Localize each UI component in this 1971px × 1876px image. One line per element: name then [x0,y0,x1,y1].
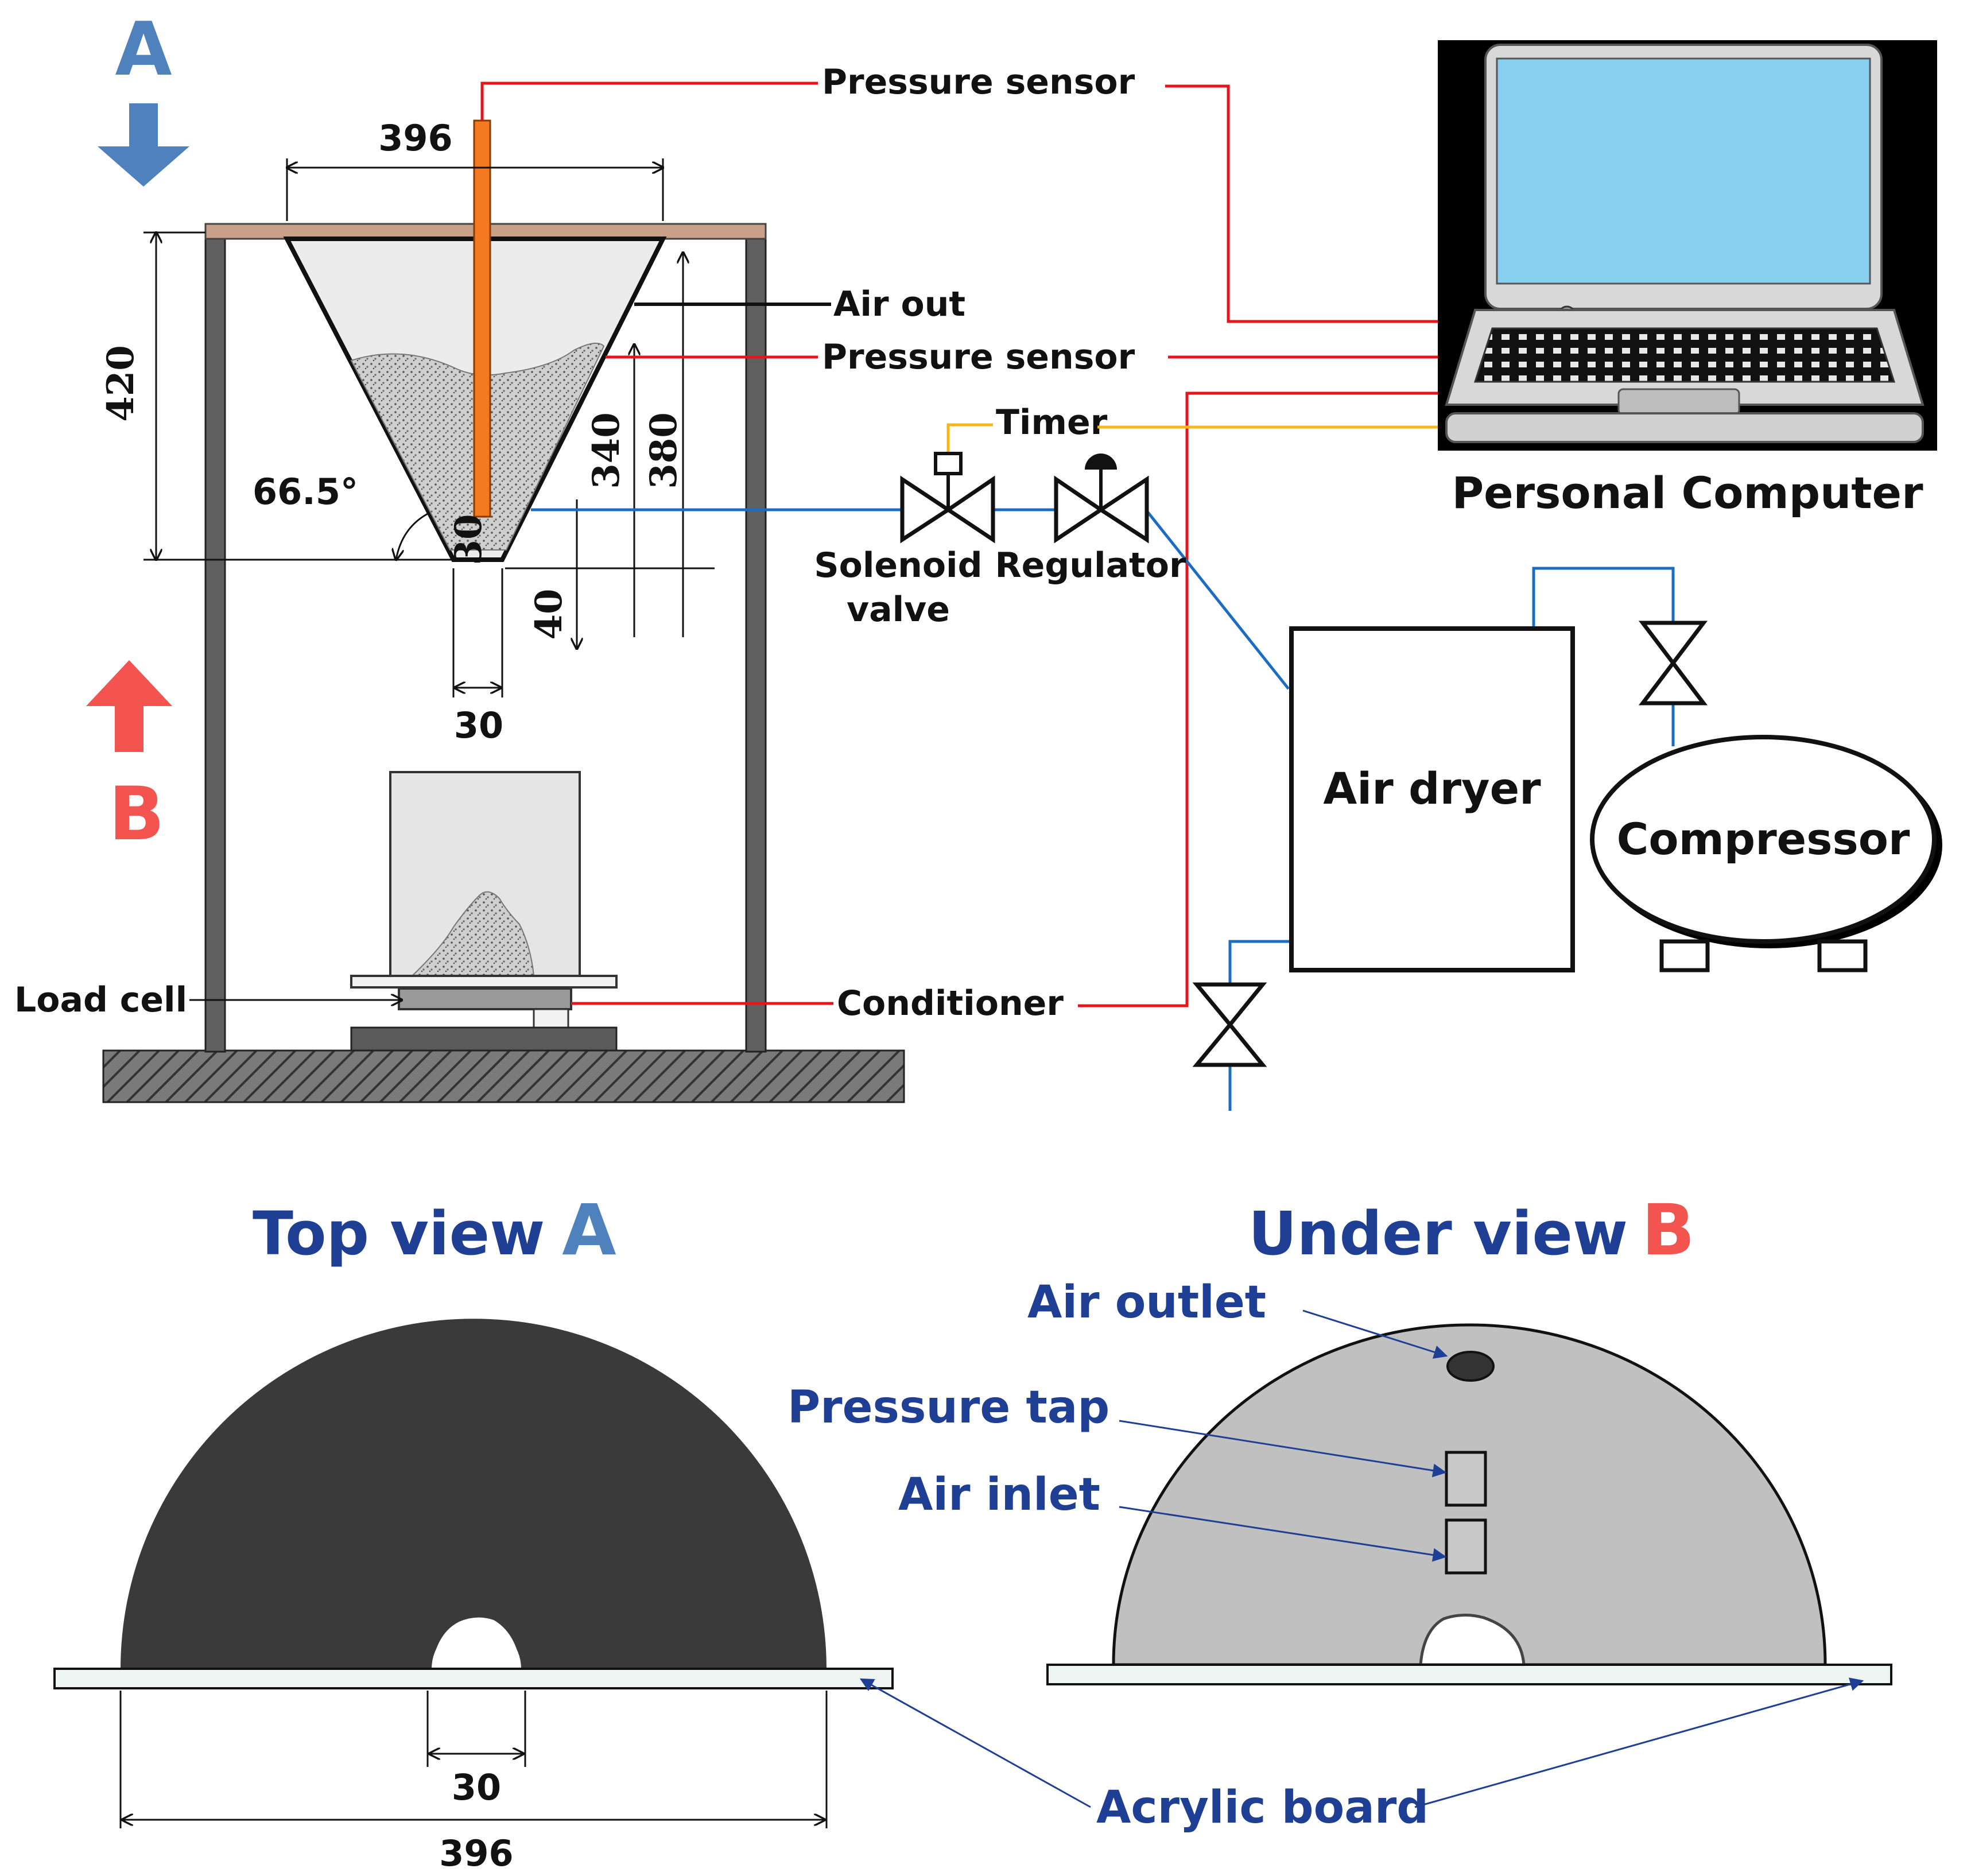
drain-valve-icon [1192,982,1267,1067]
compressor-valve-icon [1638,621,1708,706]
personal-computer-label: Personal Computer [1452,467,1923,518]
arrow-b-group: B [86,660,172,857]
timer-label: Timer [996,402,1108,443]
load-cell [398,987,572,1010]
air-dryer-label: Air dryer [1323,763,1541,814]
air-inlet-label: Air inlet [898,1469,1100,1521]
under-view-title-text: Under view [1248,1199,1628,1269]
frame-left-post [204,230,226,1053]
air-outlet-label: Air outlet [1027,1277,1266,1328]
top-view-title-text: Top view [253,1199,545,1269]
dim-height: 420 [99,345,142,422]
under-view-acrylic-board [1046,1664,1892,1685]
conditioner-to-pc [1078,392,1466,1007]
acrylic-board-label: Acrylic board [1096,1782,1429,1834]
pressure-tap-leader [1119,1420,1447,1478]
air-out-label: Air out [833,284,965,324]
dim-40: 40 [527,588,571,639]
compressor-icon [1590,735,1942,972]
arrow-a-icon [98,103,189,187]
top-dim-outer: 396 [439,1832,513,1874]
dim-30-outlet: 30 [447,514,490,565]
ground-base [102,1049,905,1103]
dim-30-bottom: 30 [454,704,503,746]
dryer-drain-line [1228,940,1291,984]
laptop-icon [1438,40,1937,451]
under-view-letter: B [1642,1189,1695,1271]
pressure-tap-port [1445,1451,1487,1507]
arrow-b-label: B [108,772,165,857]
top-view-acrylic-board [53,1668,894,1689]
timer-line [946,423,993,454]
top-dim-inner: 30 [452,1766,501,1808]
solenoid-valve-label-2: valve [847,590,950,630]
scale-base [350,1026,618,1052]
solenoid-valve-label-1: Solenoid [814,545,982,586]
regulator-to-dryer-line [1146,510,1290,690]
top-view-hopper [121,1319,827,1669]
air-inlet-port [1445,1518,1487,1575]
pressure-sensor-top-label: Pressure sensor [822,62,1135,102]
pressure-sensor-mid-label: Pressure sensor [822,337,1135,377]
dim-380: 380 [642,412,685,489]
acrylic-board-leader-right [1414,1677,1864,1808]
frame-right-post [745,230,767,1053]
regulator-label: Regulator [995,545,1186,586]
acrylic-board-leader-left [859,1678,1091,1808]
load-cell-label: Load cell [14,980,187,1020]
dim-angle: 66.5° [253,471,358,513]
arrow-a-group: A [98,7,189,187]
platform-top [350,975,618,989]
top-view-letter: A [562,1189,616,1271]
dryer-to-compressor-line [1532,567,1675,629]
pressure-sensor-top-line [480,82,818,121]
solenoid-valve-icon [900,452,995,544]
angle-arc [396,513,428,560]
pressure-tap-label: Pressure tap [787,1382,1109,1433]
air-outlet-hole [1446,1351,1495,1382]
regulator-icon [1054,454,1149,544]
pressure-sensor-top-to-pc [1165,84,1466,323]
arrow-b-icon [86,660,172,752]
dim-top-width: 396 [378,117,452,159]
top-view-outlet [432,1617,521,1669]
load-cell-support [533,1008,569,1029]
air-outlet-leader [1302,1309,1448,1359]
air-inlet-leader [1119,1506,1447,1562]
pressure-probe [473,119,491,518]
arrow-a-label: A [115,7,172,92]
dim-340: 340 [585,412,628,489]
collected-powder [410,891,535,976]
air-dryer-box [1289,626,1575,972]
compressor-label: Compressor [1617,813,1910,865]
conditioner-label: Conditioner [837,983,1064,1024]
under-view-outlet [1419,1613,1526,1666]
